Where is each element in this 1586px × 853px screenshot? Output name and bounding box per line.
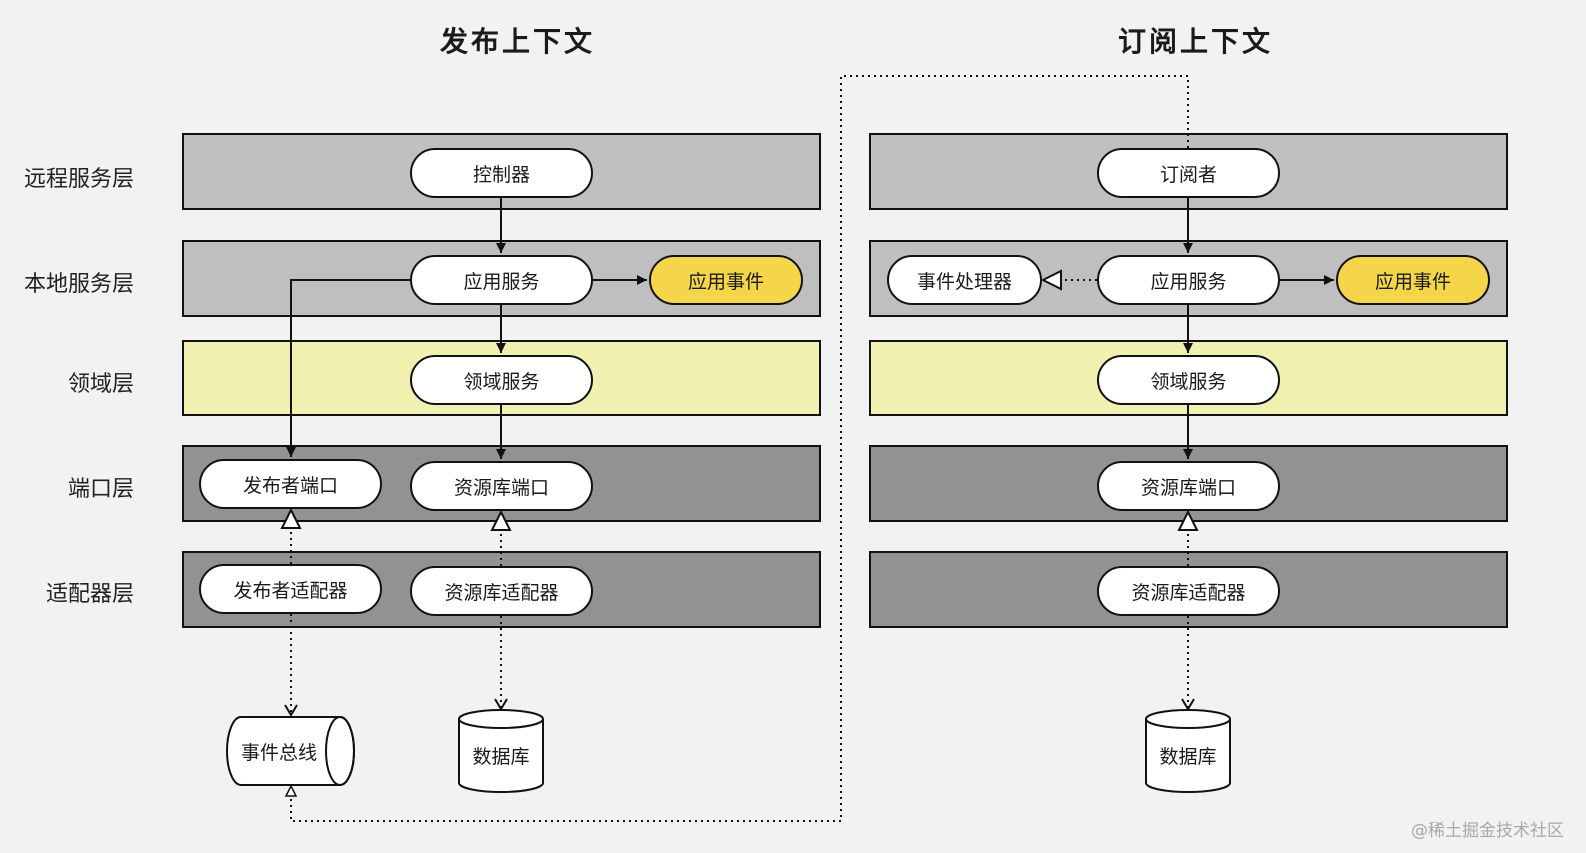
layer-label-port: 端口层	[68, 477, 135, 502]
event-handler-node: 事件处理器	[887, 255, 1042, 305]
event-bus-label: 事件总线	[240, 741, 317, 764]
publish-app-service-node: 应用服务	[410, 255, 593, 305]
publish-domain-service-node: 领域服务	[410, 355, 593, 405]
publisher-port-node: 发布者端口	[199, 459, 382, 509]
layer-label-local: 本地服务层	[24, 272, 135, 297]
watermark: @稀土掘金技术社区	[1411, 821, 1564, 841]
publish-repo-port-node: 资源库端口	[410, 461, 593, 511]
publish-controller-node: 控制器	[410, 148, 593, 198]
publish-app-event-node: 应用事件	[649, 255, 803, 305]
subscribe-database-label: 数据库	[1159, 745, 1217, 768]
publish-repo-adapter-node: 资源库适配器	[410, 566, 593, 616]
arrowhead-database	[494, 698, 508, 711]
open-arrowhead-event-bus-bottom	[284, 784, 298, 797]
arrowhead-sub-database	[1181, 698, 1195, 711]
subscribe-domain-service-node: 领域服务	[1097, 355, 1280, 405]
layer-label-remote: 远程服务层	[24, 167, 135, 192]
subscribe-repo-adapter-node: 资源库适配器	[1097, 566, 1280, 616]
layer-label-adapter: 适配器层	[46, 582, 135, 607]
subscribe-context-title: 订阅上下文	[1118, 25, 1274, 58]
subscriber-node: 订阅者	[1097, 148, 1280, 198]
publish-database-label: 数据库	[472, 745, 530, 768]
publish-context-title: 发布上下文	[440, 25, 596, 58]
publisher-adapter-node: 发布者适配器	[199, 564, 382, 614]
arrowhead-event-bus	[284, 704, 298, 717]
subscribe-app-service-node: 应用服务	[1097, 255, 1280, 305]
layer-label-domain: 领域层	[68, 372, 135, 397]
subscribe-app-event-node: 应用事件	[1336, 255, 1490, 305]
subscribe-repo-port-node: 资源库端口	[1097, 461, 1280, 511]
